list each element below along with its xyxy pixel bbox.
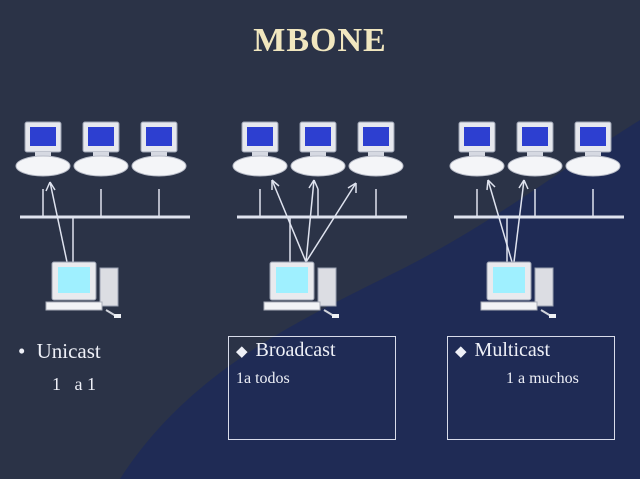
client-computer (232, 121, 288, 177)
multicast-box (447, 336, 615, 440)
multicast-label: Multicast (474, 339, 551, 361)
client-computer (449, 121, 505, 177)
unicast-caption: • Unicast (18, 339, 101, 364)
unicast-subtitle: 1 a 1 (52, 374, 96, 394)
broadcast-box (228, 336, 396, 440)
client-computer (15, 121, 71, 177)
unicast-diagram (15, 121, 190, 319)
unicast-label: Unicast (36, 339, 101, 363)
client-computer (507, 121, 563, 177)
broadcast-subtitle: 1a todos (236, 370, 290, 387)
multicast-subtitle: 1 a muchos (506, 370, 579, 387)
server-computer (45, 261, 122, 319)
diamond-bullet-icon: ◆ (236, 344, 248, 360)
client-computer (73, 121, 129, 177)
client-computer (131, 121, 187, 177)
page-title: MBONE (253, 22, 387, 59)
background-wave (120, 120, 640, 479)
broadcast-diagram (232, 121, 407, 319)
broadcast-label: Broadcast (255, 339, 336, 361)
client-computer (290, 121, 346, 177)
bullet-icon: • (18, 339, 26, 363)
broadcast-caption: ◆ Broadcast (236, 339, 336, 362)
client-computer (348, 121, 404, 177)
diamond-bullet-icon: ◆ (455, 344, 467, 360)
multicast-diagram (449, 121, 624, 319)
multicast-caption: ◆ Multicast (455, 339, 550, 362)
